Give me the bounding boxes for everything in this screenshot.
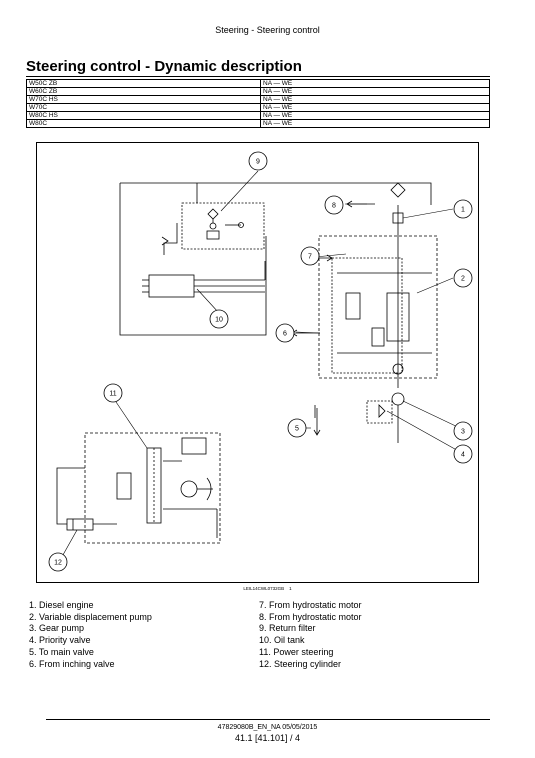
legend-item: 11. Power steering <box>259 646 334 657</box>
hydraulic-schematic: 1 2 3 4 5 6 7 8 9 10 11 12 <box>48 151 473 572</box>
callout-7: 7 <box>308 254 312 261</box>
power-steering-unit <box>84 432 221 544</box>
legend-item: 3. Gear pump <box>29 623 85 634</box>
callout-4-circle <box>453 444 473 464</box>
legend-item: 6. From inching valve <box>29 658 115 669</box>
page-title: Steering control - Dynamic description <box>26 58 302 75</box>
callout-7-circle <box>300 246 320 266</box>
model-cell: W60C ZB <box>26 87 261 96</box>
legend-right-column: 7. From hydrostatic motor 8. From hydros… <box>259 600 362 670</box>
pump-valve-cluster <box>314 182 438 443</box>
callout-3: 3 <box>461 429 465 436</box>
running-header: Steering - Steering control <box>215 25 320 35</box>
callout-10-circle <box>209 309 229 329</box>
region-cell: NA — WE <box>260 103 490 112</box>
legend-item: 4. Priority valve <box>29 635 91 646</box>
callout-1-circle <box>453 199 473 219</box>
model-cell: W70C <box>26 103 261 112</box>
legend-item: 8. From hydrostatic motor <box>259 611 362 622</box>
region-cell: NA — WE <box>260 111 490 120</box>
region-cell: NA — WE <box>260 87 490 96</box>
figure-code: LEIL14CWL0732GB <box>243 586 285 591</box>
region-cell: NA — WE <box>260 95 490 104</box>
model-cell: W80C HS <box>26 111 261 120</box>
legend-item: 1. Diesel engine <box>29 600 94 610</box>
hydraulic-schematic-figure: 1 2 3 4 5 6 7 8 9 10 11 12 <box>36 142 479 583</box>
callout-8: 8 <box>332 203 336 210</box>
model-cell: W70C HS <box>26 95 261 104</box>
model-cell: W50C ZB <box>26 79 261 88</box>
callout-9-circle <box>248 151 268 171</box>
callout-3-circle <box>453 421 473 441</box>
return-filter-assembly <box>161 202 265 255</box>
legend-item: 9. Return filter <box>259 623 316 634</box>
figure-number: 1 <box>289 586 292 591</box>
callout-1: 1 <box>461 207 465 214</box>
callout-5: 5 <box>295 426 299 433</box>
figure-caption: LEIL14CWL0732GB 1 <box>0 586 535 591</box>
legend-item: 7. From hydrostatic motor <box>259 600 362 610</box>
footer-page-ref: 41.1 [41.101] / 4 <box>234 733 301 743</box>
callout-5-circle <box>287 418 307 438</box>
footer-rule <box>46 719 490 720</box>
legend-item: 5. To main valve <box>29 646 94 657</box>
steering-cylinder <box>56 467 117 531</box>
callout-6: 6 <box>283 331 287 338</box>
title-rule <box>26 76 490 77</box>
oil-tank-block <box>142 261 266 298</box>
footer-doc-ref: 47829080B_EN_NA 05/05/2015 <box>217 724 318 731</box>
callout-6-circle <box>275 323 295 343</box>
legend-item: 2. Variable displacement pump <box>29 611 152 622</box>
callout-2-circle <box>453 268 473 288</box>
model-cell: W80C <box>26 119 261 128</box>
region-cell: NA — WE <box>260 79 490 88</box>
legend-left-column: 1. Diesel engine 2. Variable displacemen… <box>29 600 152 670</box>
legend-item: 10. Oil tank <box>259 635 305 646</box>
callout-11: 11 <box>109 391 116 398</box>
callout-8-circle <box>324 195 344 215</box>
region-cell: NA — WE <box>260 119 490 128</box>
callout-11-circle <box>103 383 123 403</box>
callout-9: 9 <box>256 159 260 166</box>
callout-12: 12 <box>54 560 62 567</box>
callout-2: 2 <box>461 276 465 283</box>
callout-4: 4 <box>461 452 465 459</box>
callout-10: 10 <box>215 317 223 324</box>
callout-12-circle <box>48 552 68 572</box>
legend-item: 12. Steering cylinder <box>259 658 342 669</box>
